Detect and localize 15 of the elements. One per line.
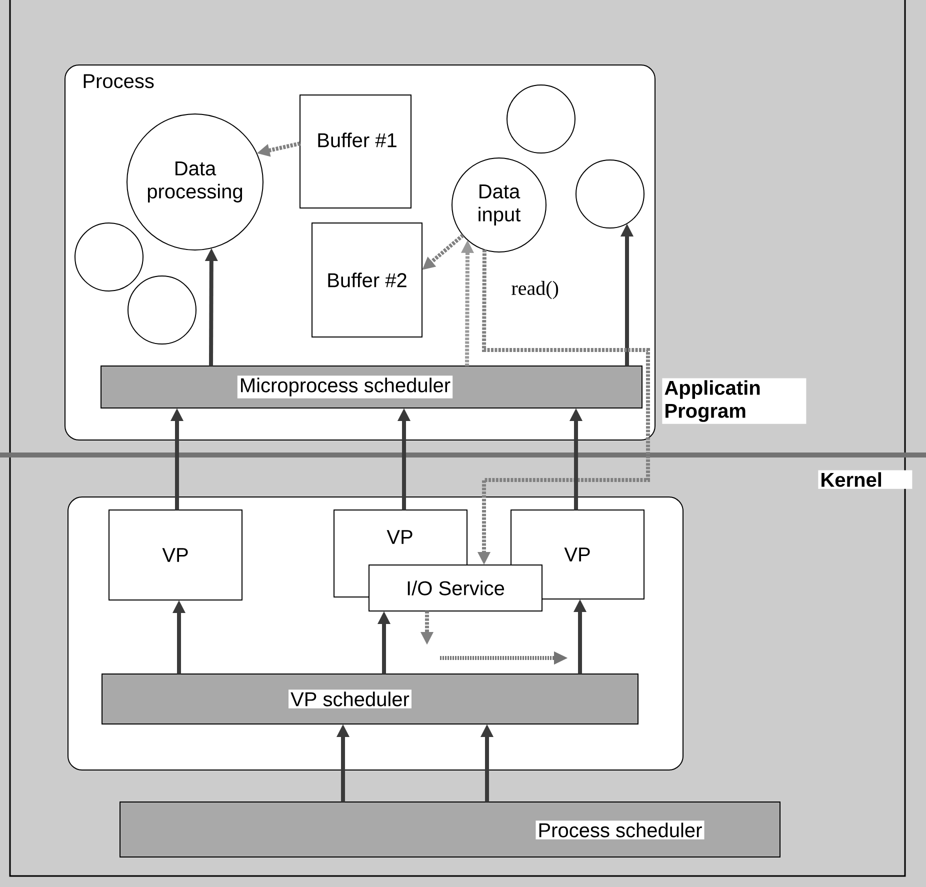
empty-circle [74,222,144,292]
vp-box: VP [108,510,242,600]
empty-circle [128,276,196,344]
scheduler-bar: Microprocess scheduler [100,366,642,408]
empty-circle [576,160,644,228]
empty-circle [506,84,576,154]
vp-box: VP [510,510,644,600]
buffer-box: Buffer #1 [300,94,412,208]
edge-label: read() [512,280,558,300]
buffer-box: Buffer #2 [312,222,422,338]
layer-label: Applicatin Program [662,378,806,424]
layer-label: Kernel [818,470,912,489]
service-box: I/O Service [368,564,542,612]
scheduler-bar: Process scheduler [120,802,780,858]
scheduler-bar: VP scheduler [102,674,638,724]
